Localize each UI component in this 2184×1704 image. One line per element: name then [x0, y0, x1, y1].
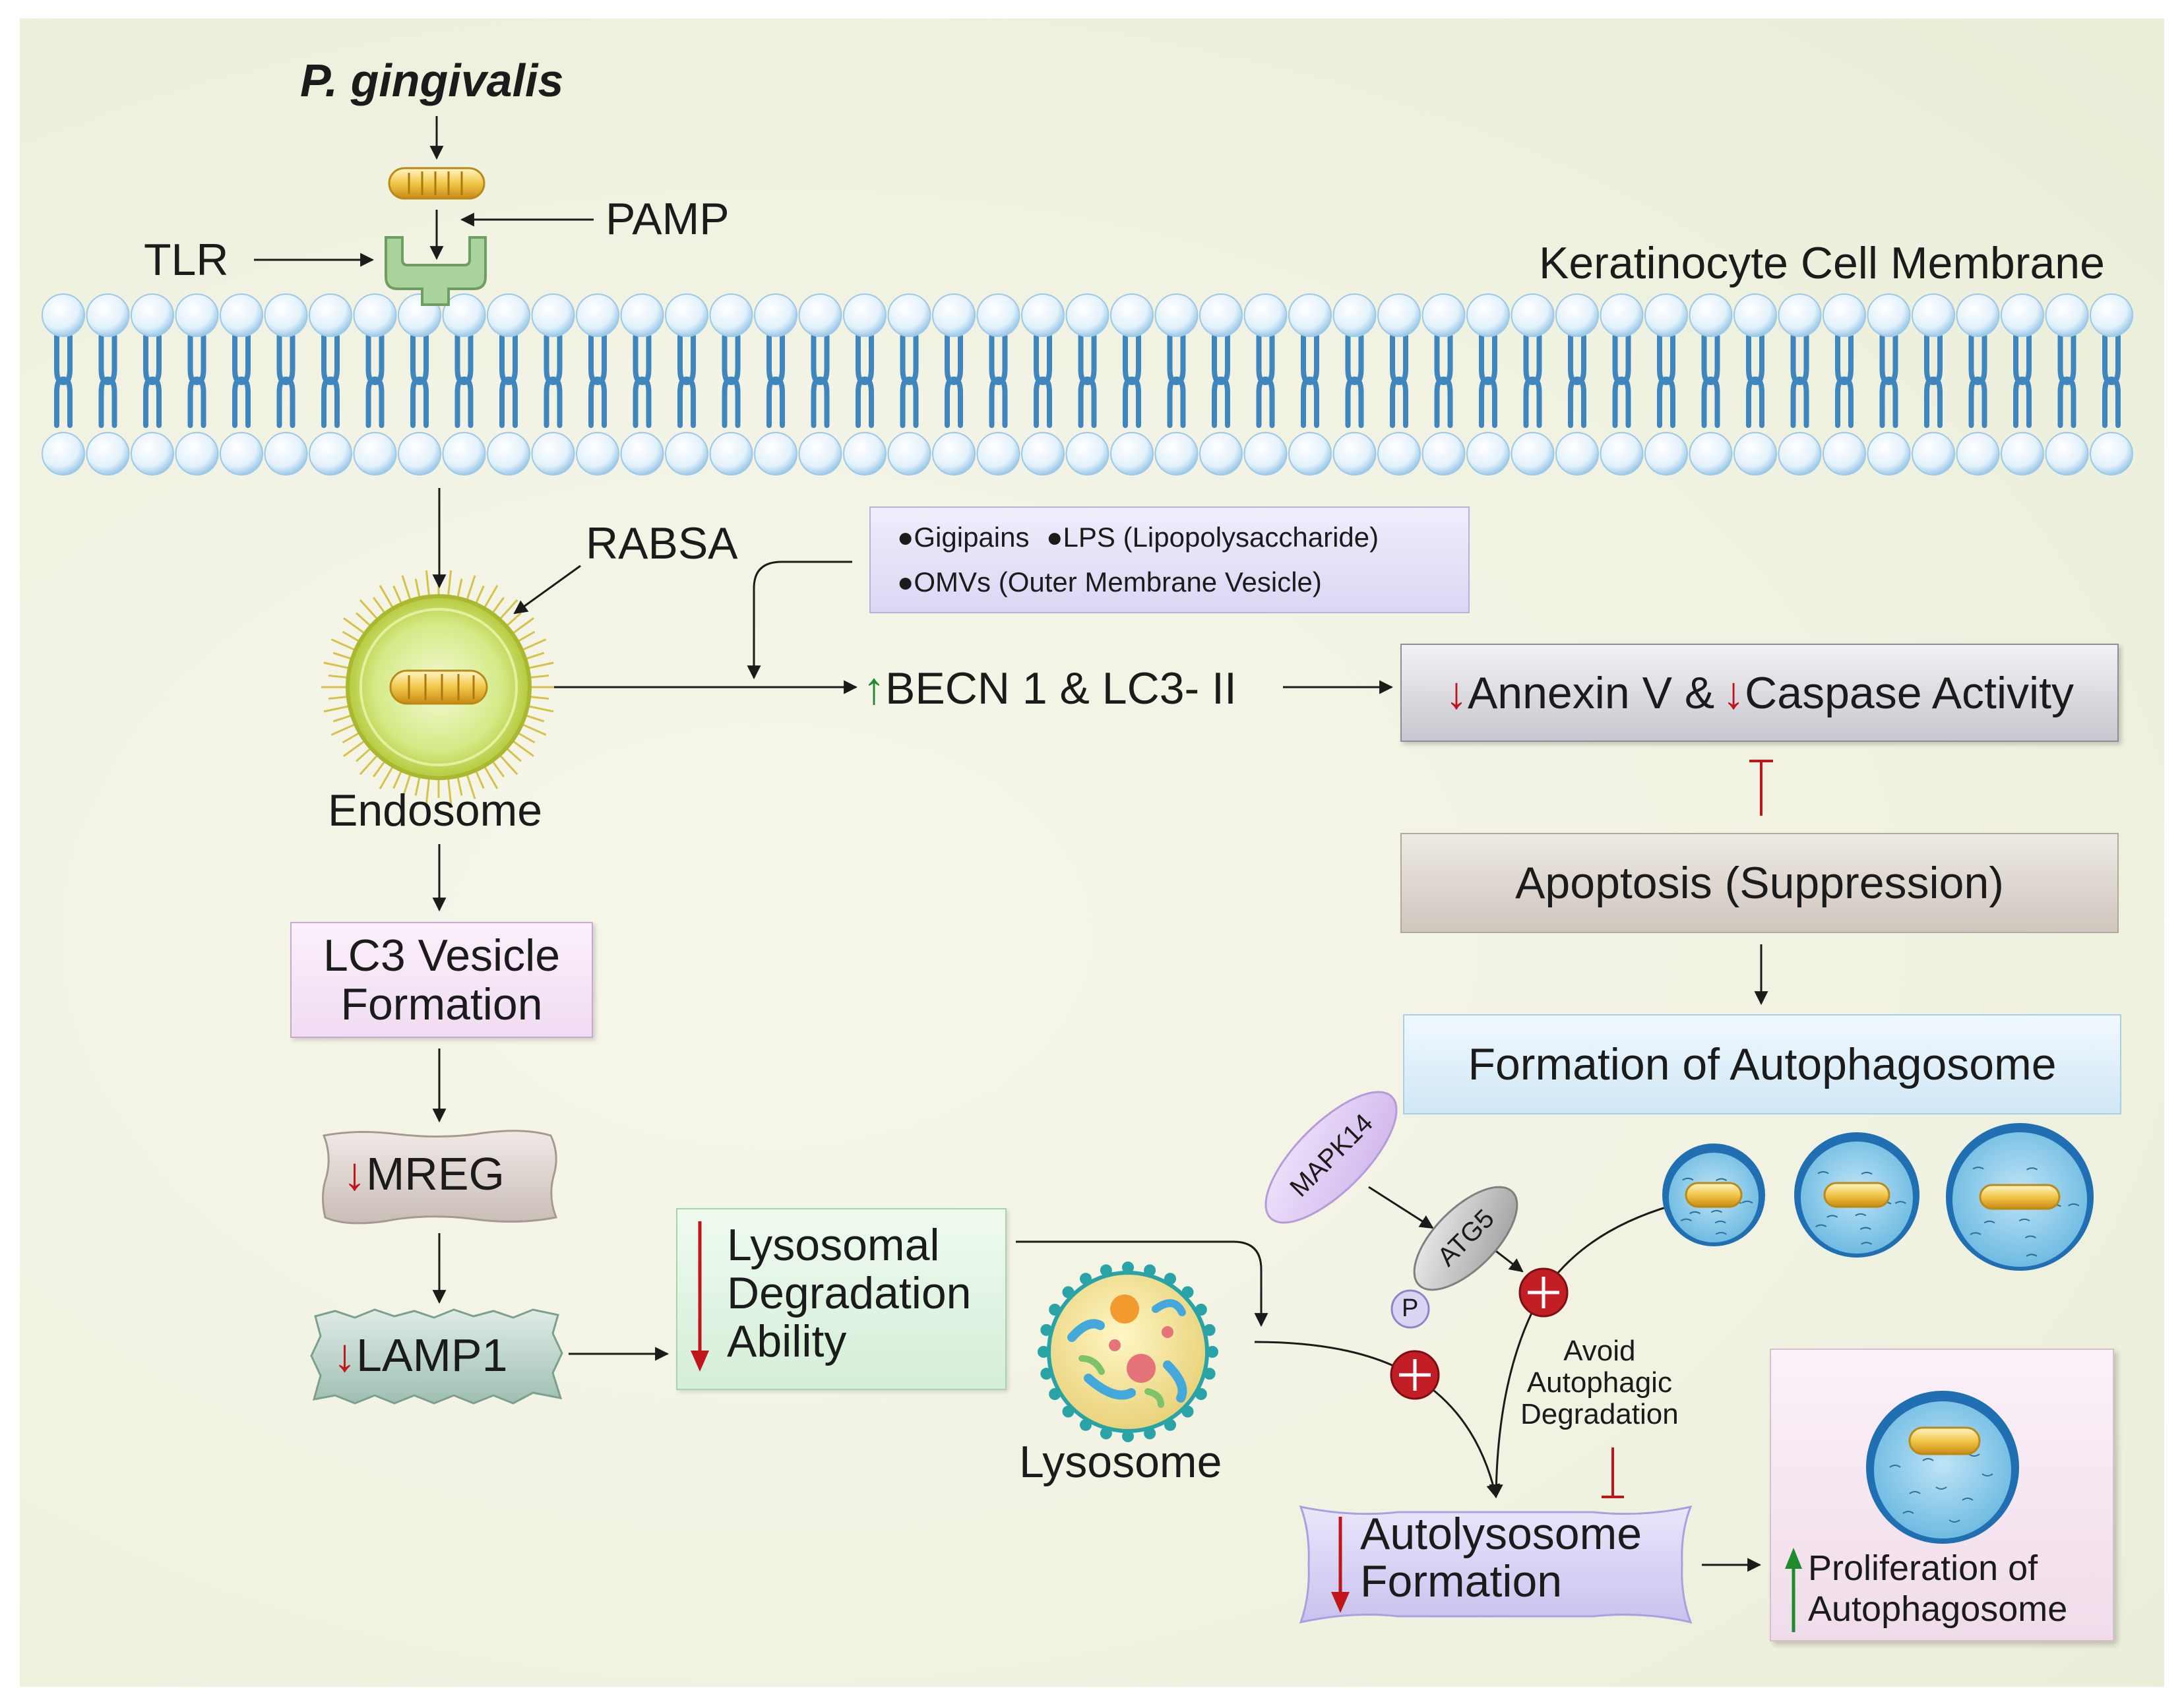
down-arrow-icon: ↓: [343, 1148, 366, 1200]
becn-label-group: ↑BECN 1 & LC3- II: [863, 663, 1237, 714]
endosome-icon: [321, 570, 556, 805]
autolysosome-shape: [1299, 1505, 1693, 1624]
apoptosis-label: Apoptosis (Suppression): [1515, 858, 2004, 908]
up-arrow-icon: [1782, 1548, 1805, 1637]
down-arrow-icon: ↓: [333, 1329, 356, 1381]
proliferation-line1: Proliferation of: [1808, 1548, 2038, 1588]
inhibition-avoid-to-autolysosome: [1602, 1447, 1624, 1498]
proliferation-line2: Autophagosome: [1808, 1589, 2068, 1629]
lysosomal-line1: Lysosomal: [727, 1220, 940, 1270]
arrow-lysosomal-to-lysosome: [1016, 1240, 1268, 1327]
block-icon: [1390, 1350, 1440, 1400]
mreg-shape: [322, 1130, 558, 1225]
arrow-factors-to-becn: [747, 561, 852, 680]
membrane-label: Keratinocyte Cell Membrane: [1539, 238, 2105, 288]
lamp1-label-group: ↓LAMP1: [333, 1329, 508, 1382]
phospho-node: [1390, 1289, 1430, 1329]
avoid-line2: Autophagic: [1526, 1366, 1672, 1399]
arrow-lysosome-to-autolysosome: [1254, 1341, 1501, 1499]
autophagosome-icon: [1866, 1391, 2019, 1544]
inhibition-apoptosis-to-annexin: [1749, 760, 1773, 816]
avoid-line3: Degradation: [1520, 1398, 1679, 1430]
factor-gingipains: Gigipains: [914, 522, 1030, 553]
arrow-atg5-to-block: [1493, 1248, 1524, 1273]
bullet-icon: ●: [1046, 522, 1063, 553]
lysosome-icon: [1038, 1262, 1218, 1442]
block-icon: [1518, 1267, 1569, 1318]
mreg-label-group: ↓MREG: [343, 1147, 505, 1200]
mapk14-node: [1264, 1091, 1398, 1224]
avoid-degradation-label: Avoid Autophagic Degradation: [1520, 1335, 1679, 1430]
rabsa-label: RABSA: [586, 518, 738, 568]
bacterium-icon: [388, 167, 485, 200]
bullet-icon: ●: [897, 522, 914, 553]
annexin-caspase-box: ↓Annexin V & ↓Caspase Activity: [1400, 644, 2119, 742]
phospho-label: P: [1402, 1294, 1419, 1322]
annexin-label: Annexin V &: [1467, 667, 1715, 718]
autolysosome-line1: Autolysosome: [1360, 1509, 1642, 1559]
lysosomal-line2: Degradation: [727, 1268, 972, 1318]
autophagosome-icons: [1662, 1123, 2094, 1271]
down-arrow-icon: [1327, 1517, 1354, 1619]
avoid-line1: Avoid: [1563, 1335, 1636, 1367]
down-arrow-icon: ↓: [1445, 667, 1468, 718]
tlr-label: TLR: [144, 235, 229, 285]
lysosome-label: Lysosome: [1019, 1437, 1222, 1487]
autolysosome-line2: Formation: [1360, 1556, 1563, 1606]
arrow-rabsa-to-endosome: [513, 564, 581, 615]
factor-lps: LPS (Lipopolysaccharide): [1063, 522, 1379, 553]
caspase-label: Caspase Activity: [1745, 667, 2075, 718]
apoptosis-box: Apoptosis (Suppression): [1400, 833, 2119, 933]
tlr-receptor-icon: [385, 236, 487, 306]
autophagosome-formation-box: Formation of Autophagosome: [1403, 1014, 2121, 1114]
pamp-label: PAMP: [606, 194, 730, 244]
proliferation-box: Proliferation of Autophagosome: [1770, 1349, 2114, 1641]
factor-omvs: OMVs (Outer Membrane Vesicle): [914, 566, 1322, 597]
down-arrow-icon: [687, 1221, 713, 1385]
lc3-vesicle-line1: LC3 Vesicle: [323, 930, 561, 981]
lysosomal-degradation-box: Lysosomal Degradation Ability: [676, 1208, 1007, 1390]
endosome-label: Endosome: [328, 785, 543, 836]
autolysosome-label: Autolysosome Formation: [1360, 1510, 1642, 1605]
lc3-vesicle-line2: Formation: [340, 979, 543, 1029]
autophagosome-formation-label: Formation of Autophagosome: [1468, 1039, 2057, 1089]
becn-label: BECN 1 & LC3- II: [885, 663, 1237, 714]
cell-membrane: [42, 293, 2133, 475]
atg5-node: [1413, 1186, 1518, 1291]
pathogen-label: P. gingivalis: [300, 55, 564, 106]
lc3-vesicle-box: LC3 Vesicle Formation: [290, 922, 593, 1038]
up-arrow-icon: ↑: [863, 663, 885, 714]
virulence-factors-box: ●Gigipains ●LPS (Lipopolysaccharide) ●OM…: [869, 506, 1470, 613]
lysosomal-line3: Ability: [727, 1316, 847, 1366]
mreg-label: MREG: [366, 1148, 505, 1200]
arrow-mapk14-to-atg5: [1368, 1186, 1434, 1229]
bullet-icon: ●: [897, 566, 914, 597]
down-arrow-icon: ↓: [1722, 667, 1745, 718]
lamp1-shape: [310, 1308, 563, 1405]
lamp1-label: LAMP1: [356, 1329, 508, 1381]
